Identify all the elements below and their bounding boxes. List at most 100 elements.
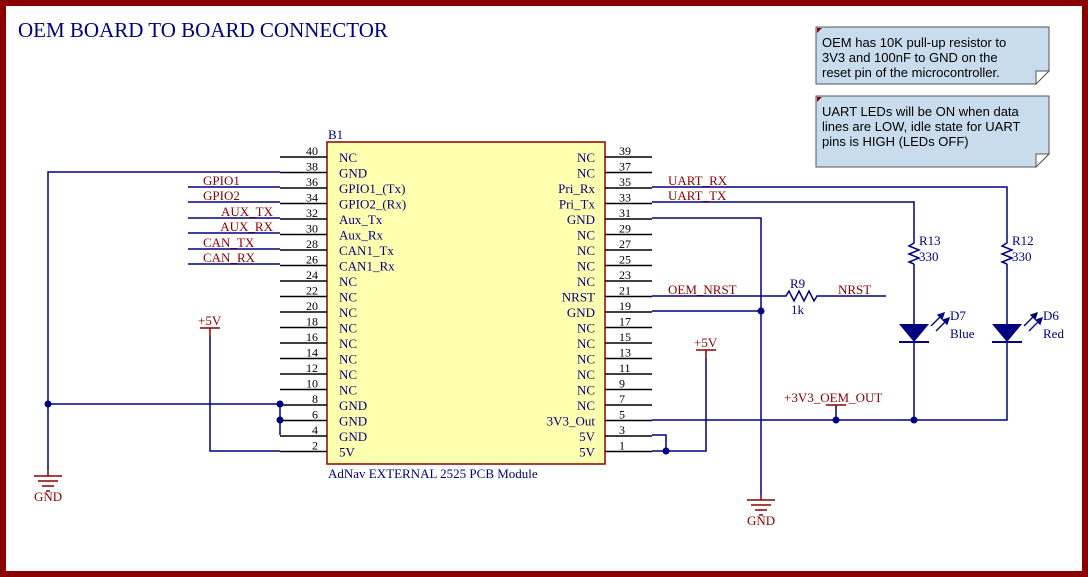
power-5v-right-label: +5V [694,335,718,350]
left-pin-name: GPIO2_(Rx) [339,197,406,212]
left-pin-number: 30 [306,222,318,236]
left-pin-name: Aux_Tx [339,212,383,227]
left-pin-name: NC [339,352,357,367]
right-pin-number: 31 [619,206,631,220]
wire-3v3-out [652,342,1008,421]
right-pin-name: NC [577,367,595,382]
net-label-aux-tx: AUX_TX [221,204,274,219]
ground-right-label: GND [747,513,775,528]
right-pin-number: 3 [619,423,625,437]
r13-ref: R13 [919,233,941,248]
right-pin-number: 25 [619,253,631,267]
left-pin-number: 26 [306,253,318,267]
left-pin-number: 2 [312,439,318,453]
left-pin-name: CAN1_Rx [339,259,395,274]
junction-gnd-pin8 [276,400,284,408]
net-label-uart-tx: UART_TX [668,188,727,203]
ground-left-label: GND [34,489,62,504]
r12-value: 330 [1012,249,1032,264]
module-body [326,141,606,465]
left-pin-name: NC [339,336,357,351]
right-pin-name: NC [577,398,595,413]
right-pin-number: 33 [619,191,631,205]
right-pin-name: NC [577,336,595,351]
resistor-r12 [999,240,1015,265]
right-pin-name: GND [567,212,595,227]
note-reset-line-1: OEM has 10K pull-up resistor to [822,35,1006,50]
left-pin-number: 18 [306,315,318,329]
right-pin-number: 35 [619,175,631,189]
right-pin-number: 5 [619,408,625,422]
right-pin-name: NC [577,259,595,274]
right-pin-number: 19 [619,299,631,313]
led-d6 [992,311,1044,343]
r9-ref: R9 [790,276,805,291]
left-pin-number: 32 [306,206,318,220]
net-label-oem-nrst: OEM_NRST [668,282,737,297]
right-pin-name: NC [577,166,595,181]
wire-5v-left [209,336,280,452]
left-pin-number: 6 [312,408,318,422]
left-pin-name: 5V [339,445,356,460]
note-uart-line-1: UART LEDs will be ON when data [822,104,1020,119]
power-port-3v3-label: +3V3_OEM_OUT [784,390,882,405]
right-pin-number: 39 [619,144,631,158]
right-pin-number: 11 [619,361,631,375]
note-uart-line-3: pins is HIGH (LEDs OFF) [822,134,969,149]
junction-5v-right [662,447,670,455]
net-label-uart-rx: UART_RX [668,173,728,188]
left-pin-number: 28 [306,237,318,251]
net-label-can-rx: CAN_RX [203,250,256,265]
net-label-can-tx: CAN_TX [203,235,255,250]
left-pin-name: NC [339,305,357,320]
left-pin-name: NC [339,274,357,289]
left-pin-name: NC [339,383,357,398]
left-pin-name: GND [339,414,367,429]
left-pin-number: 38 [306,160,318,174]
right-pin-number: 27 [619,237,631,251]
left-pin-name: Aux_Rx [339,228,384,243]
right-pin-name: NRST [562,290,595,305]
right-pin-group: 39NC37NC35Pri_Rx33Pri_Tx31GND29NC27NC25N… [547,144,652,460]
left-pin-number: 36 [306,175,318,189]
right-pin-name: NC [577,228,595,243]
power-5v-left-label: +5V [198,313,222,328]
note-reset: OEM has 10K pull-up resistor to 3V3 and … [815,26,1051,86]
right-pin-number: 37 [619,160,631,174]
left-pin-name: NC [339,290,357,305]
junction-gnd-pin19 [757,307,765,315]
junction-3v3-port [832,416,840,424]
right-pin-name: 3V3_Out [547,414,596,429]
sheet-title: OEM BOARD TO BOARD CONNECTOR [18,18,388,42]
right-pin-name: Pri_Rx [558,181,595,196]
right-pin-name: Pri_Tx [559,197,596,212]
left-pin-name: NC [339,321,357,336]
r12-ref: R12 [1012,233,1034,248]
wire-uart-tx [652,201,915,240]
junction-gnd-left [44,400,52,408]
net-label-aux-rx: AUX_RX [220,219,273,234]
wire-gnd-pin31 [652,217,762,495]
net-label-nrst: NRST [838,282,871,297]
right-pin-name: GND [567,305,595,320]
resistor-r13 [906,240,922,265]
ground-symbol-right [747,495,775,516]
d6-ref: D6 [1043,308,1059,323]
right-pin-number: 29 [619,222,631,236]
right-pin-number: 23 [619,268,631,282]
right-pin-name: 5V [579,445,596,460]
right-pin-name: NC [577,383,595,398]
d7-value: Blue [950,326,975,341]
right-pin-name: 5V [579,429,596,444]
right-pin-number: 17 [619,315,631,329]
right-pin-number: 21 [619,284,631,298]
left-pin-number: 10 [306,377,318,391]
left-pin-name: GND [339,429,367,444]
left-pin-number: 16 [306,330,318,344]
note-uart-line-2: lines are LOW, idle state for UART [822,119,1021,134]
left-pin-name: NC [339,367,357,382]
left-pin-number: 24 [306,268,318,282]
